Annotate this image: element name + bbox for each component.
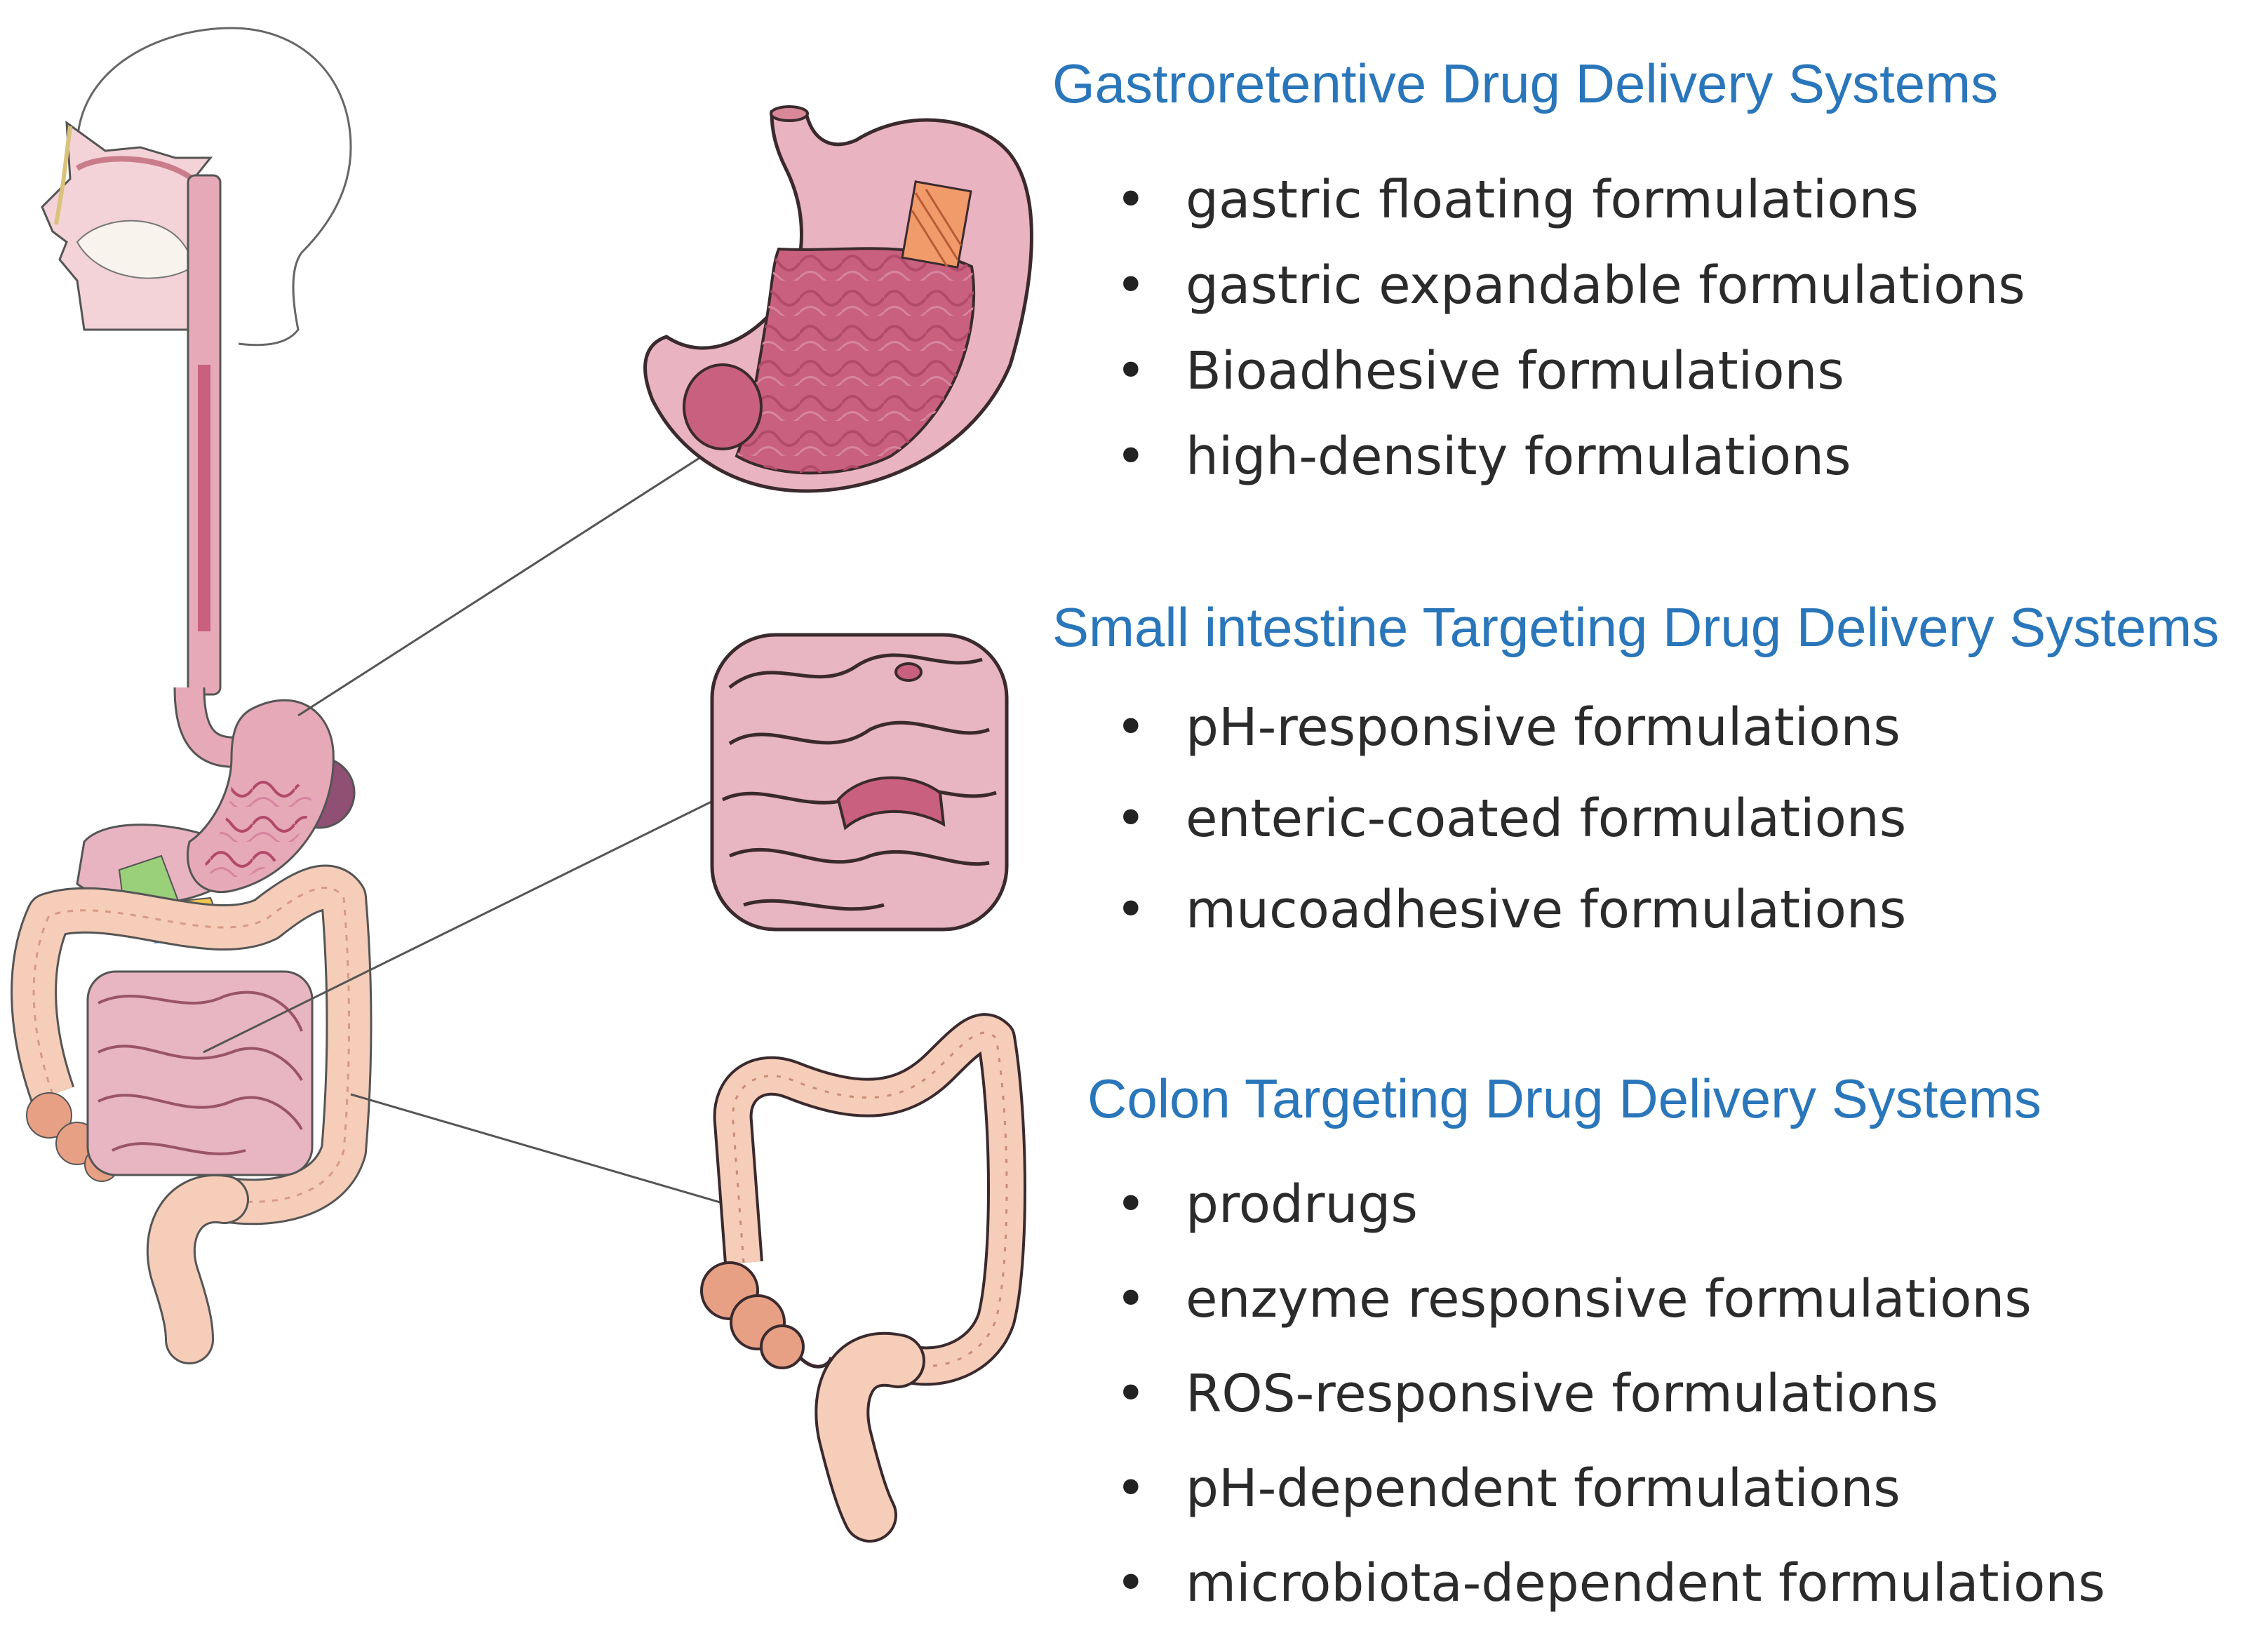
connector-lines xyxy=(203,412,769,1204)
list-item: pH-responsive formulations xyxy=(1115,701,1906,793)
colon-list: prodrugs enzyme responsive formulations … xyxy=(1115,1178,2105,1652)
colon-illustration xyxy=(700,1013,1026,1543)
oral-cavity xyxy=(41,120,213,331)
connector-stomach xyxy=(297,412,769,717)
colon-title: Colon Targeting Drug Delivery Systems xyxy=(1087,1068,2042,1129)
small-intestine-illustration xyxy=(710,633,1009,932)
list-item: enteric-coated formulations xyxy=(1115,793,1906,884)
connector-colon xyxy=(350,1093,723,1204)
gastroretentive-title: Gastroretentive Drug Delivery Systems xyxy=(1052,53,1999,114)
list-item: gastric expandable formulations xyxy=(1115,260,2025,345)
list-item: mucoadhesive formulations xyxy=(1115,884,1906,975)
list-item: gastric floating formulations xyxy=(1115,174,2025,260)
large-intestine-small xyxy=(11,864,373,1364)
stomach-small xyxy=(187,699,335,893)
list-item: high-density formulations xyxy=(1115,431,2025,516)
small-intestine-title: Small intestine Targeting Drug Delivery … xyxy=(1052,596,2220,658)
small-intestine-small xyxy=(86,970,314,1176)
list-item: prodrugs xyxy=(1115,1178,2105,1273)
connector-small-intestine xyxy=(203,795,723,1054)
list-item: pH-dependent formulations xyxy=(1115,1463,2105,1557)
small-intestine-list: pH-responsive formulations enteric-coate… xyxy=(1115,701,1906,975)
list-item: ROS-responsive formulations xyxy=(1115,1368,2105,1463)
list-item: Bioadhesive formulations xyxy=(1115,345,2025,431)
esophagus xyxy=(173,174,255,768)
list-item: enzyme responsive formulations xyxy=(1115,1273,2105,1368)
digestive-system-figure xyxy=(11,27,373,1364)
gastroretentive-list: gastric floating formulations gastric ex… xyxy=(1115,174,2025,516)
stomach-illustration xyxy=(643,105,1033,493)
list-item: microbiota-dependent formulations xyxy=(1115,1557,2105,1652)
